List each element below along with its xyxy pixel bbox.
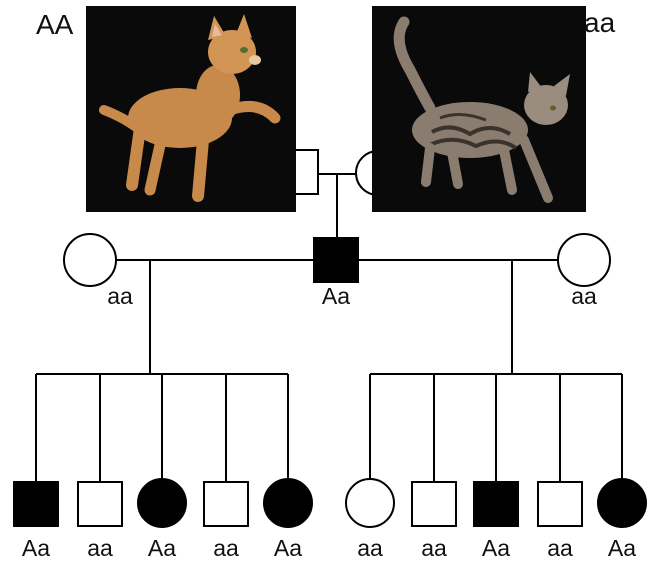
offspring-left-5: Aa [263,374,313,561]
offspring-right-1: aa [345,374,395,561]
offspring-right-5: Aa [597,374,647,561]
offspring-genotype: Aa [274,535,302,561]
ginger-cat-illustration [99,14,281,202]
offspring-left-2: aa [77,374,123,561]
right-mate-circle [557,233,611,287]
offspring-right-2: aa [411,374,457,561]
left-mate-genotype: aa [107,283,133,309]
offspring-square-unaffected [77,481,123,527]
offspring-square-affected [473,481,519,527]
offspring-right-3: Aa [473,374,519,561]
sire-genotype-label: AA [36,9,74,40]
carrier-male-square [313,237,359,283]
offspring-genotype: Aa [482,535,510,561]
offspring-circle-affected [137,478,187,528]
carrier-male-genotype: Aa [322,283,350,309]
offspring-left-4: aa [203,374,249,561]
offspring-square-unaffected [203,481,249,527]
offspring-square-unaffected [411,481,457,527]
offspring-genotype: aa [213,535,239,561]
right-mate-genotype: aa [571,283,597,309]
offspring-circle-affected [263,478,313,528]
left-family: Aa aa Aa aa Aa [13,374,313,561]
right-family: aa aa Aa aa Aa [345,374,647,561]
offspring-left-1: Aa [13,374,59,561]
tabby-cat-illustration [393,16,570,203]
offspring-genotype: aa [87,535,113,561]
offspring-circle-affected [597,478,647,528]
offspring-genotype: Aa [608,535,636,561]
left-mate-circle [63,233,117,287]
offspring-square-affected [13,481,59,527]
offspring-genotype: aa [547,535,573,561]
offspring-circle-unaffected [345,478,395,528]
dam-photo: aa [372,6,616,212]
offspring-right-4: aa [537,374,583,561]
offspring-genotype: Aa [148,535,176,561]
gen2-left-mate: aa [63,233,133,309]
dam-genotype-label: aa [584,7,616,38]
offspring-square-unaffected [537,481,583,527]
sire-photo: AA [36,6,296,212]
offspring-genotype: aa [421,535,447,561]
offspring-left-3: Aa [137,374,187,561]
offspring-genotype: Aa [22,535,50,561]
gen2-right-mate: aa [557,233,611,309]
gen2-carrier-male: Aa [313,237,359,309]
offspring-genotype: aa [357,535,383,561]
